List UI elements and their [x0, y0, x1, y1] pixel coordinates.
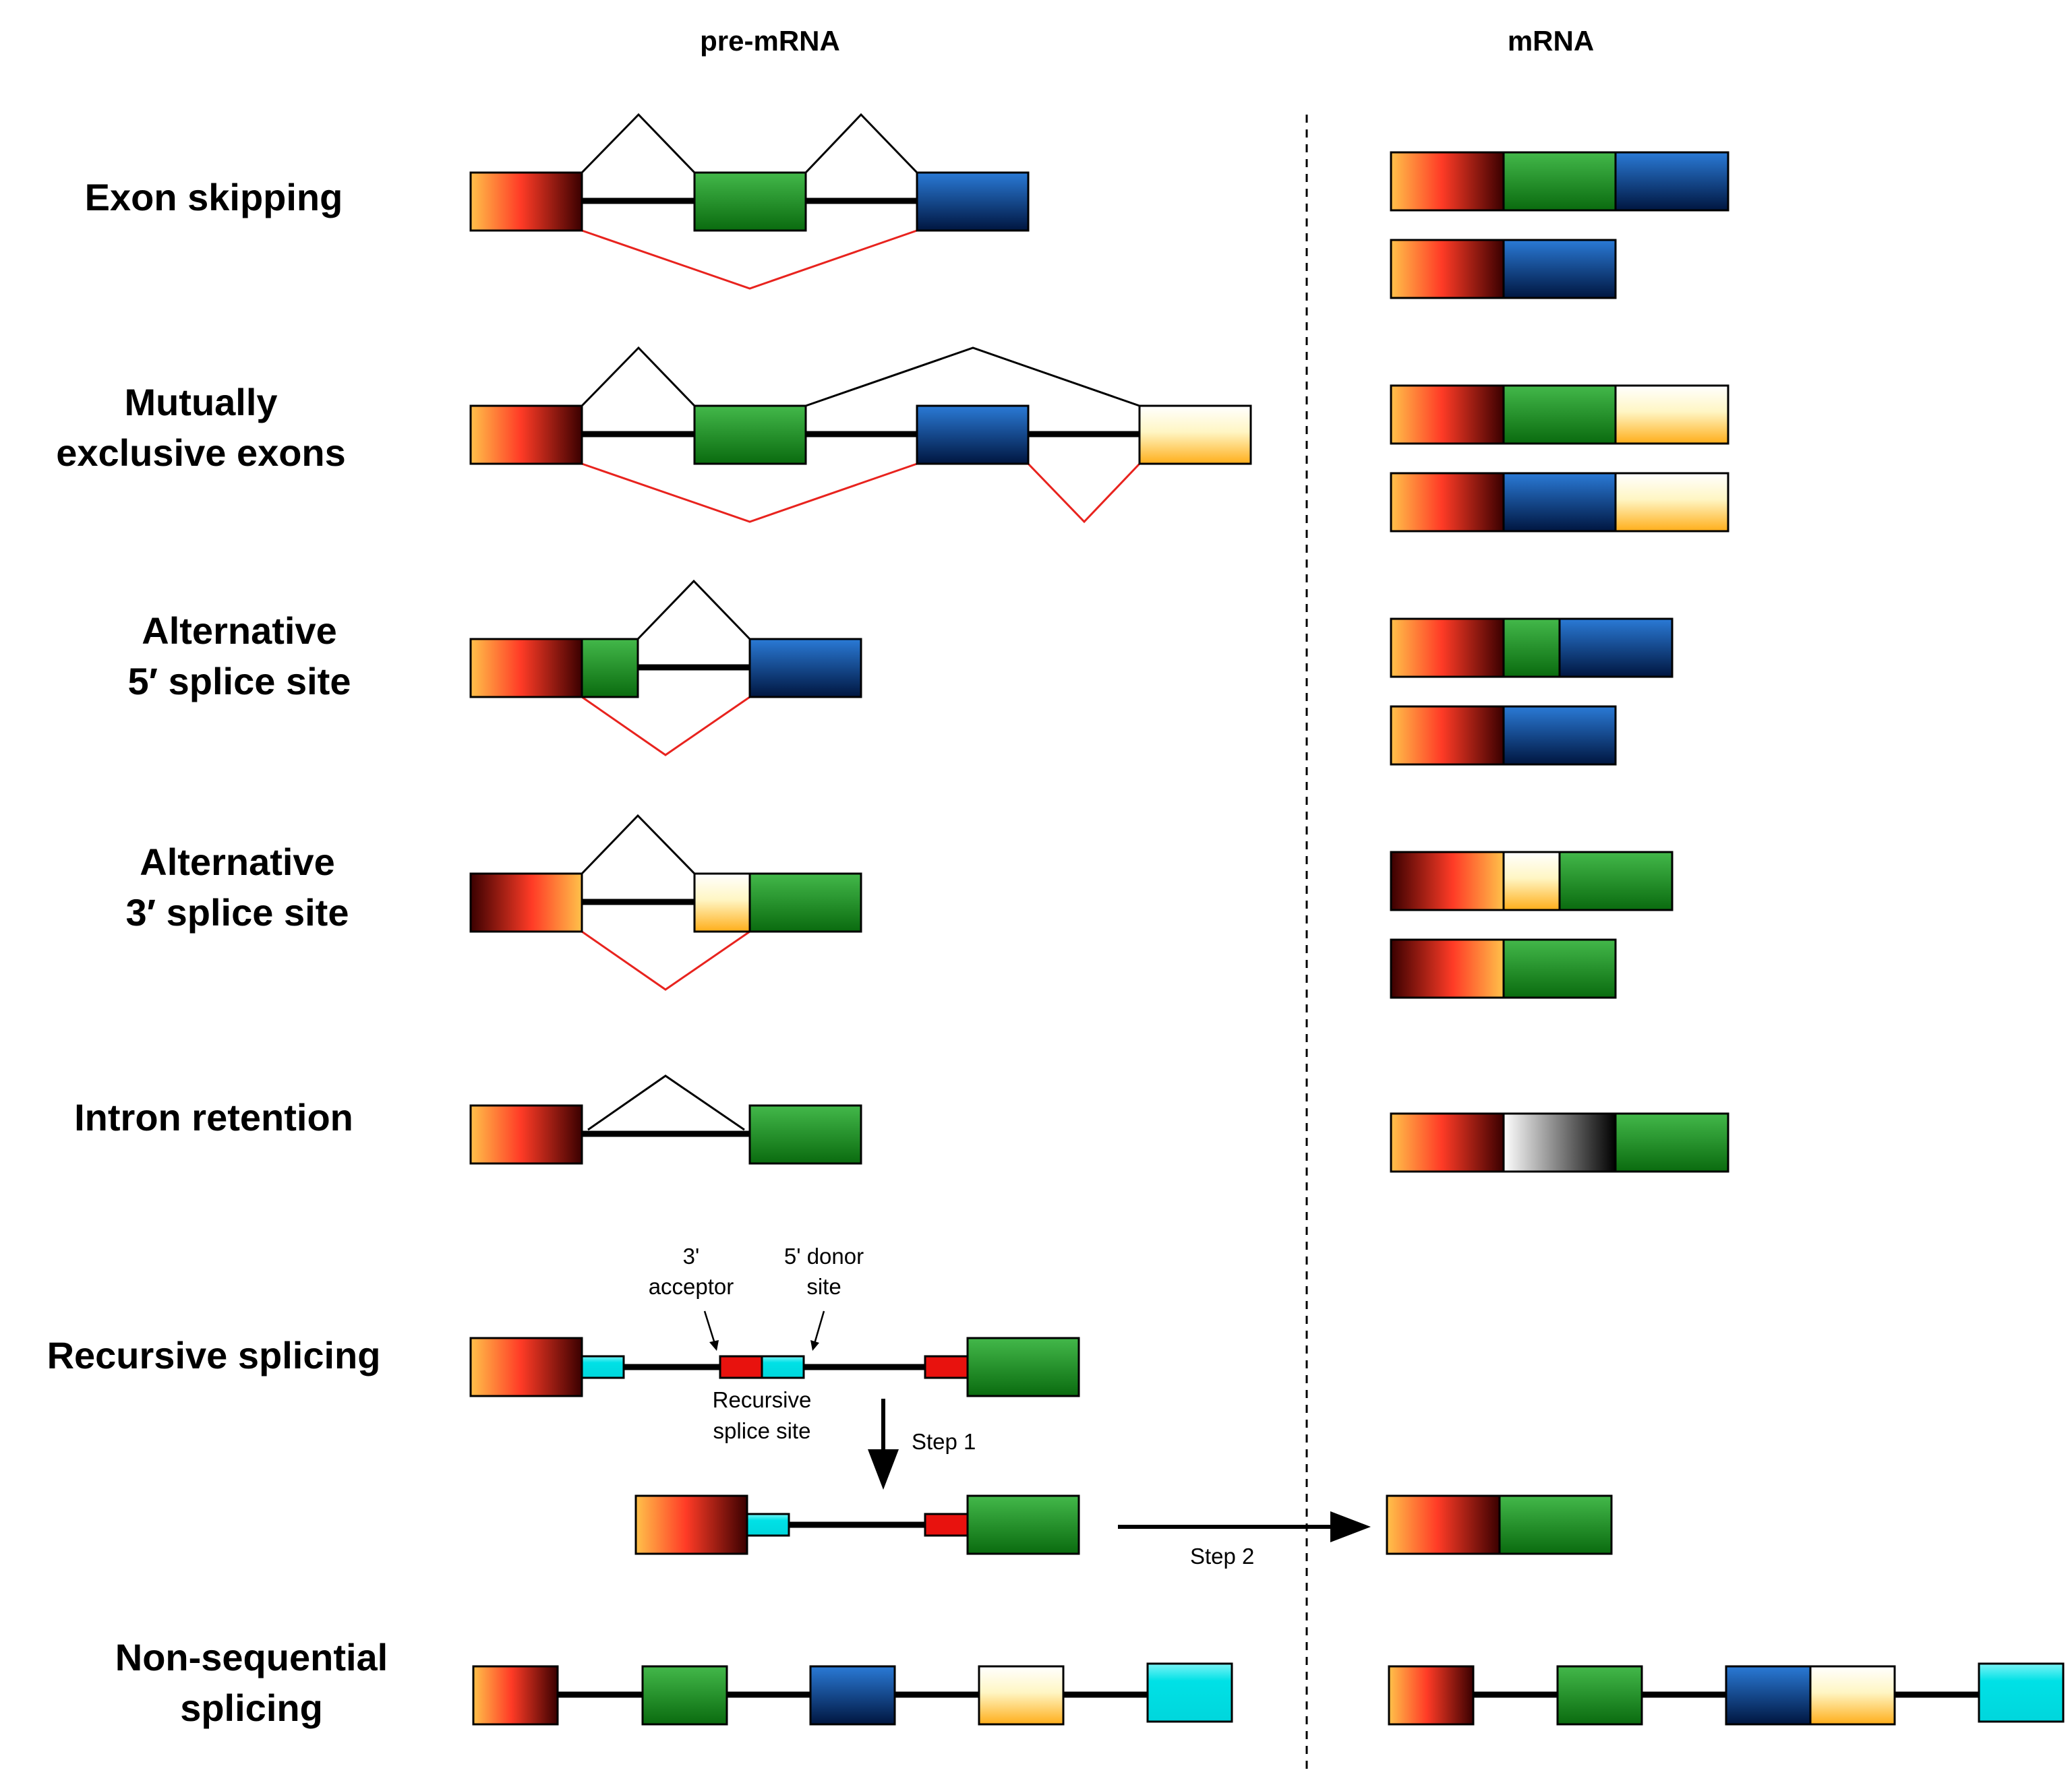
header-mrna: mRNA: [1508, 25, 1594, 57]
alt5-pre-mrna: [469, 579, 862, 756]
recursive-pre-mrna: [469, 1337, 1080, 1397]
donor-label-2: site: [806, 1274, 841, 1299]
step1-arrow: [868, 1399, 899, 1490]
row-label-alt3-1: Alternative: [140, 841, 334, 883]
intron-retention-pre-mrna: [469, 1074, 862, 1165]
recursive-mrna: [1386, 1494, 1613, 1555]
step2-arrow: [1118, 1511, 1371, 1542]
intron-retention-mrna: [1390, 1112, 1729, 1173]
row-label-alt5-2: 5′ splice site: [128, 660, 351, 702]
header-pre-mrna: pre-mRNA: [700, 25, 840, 57]
alt5-mrna: [1390, 617, 1674, 766]
mutually-exclusive-pre-mrna: [469, 346, 1252, 524]
acceptor-pointer: [703, 1310, 719, 1351]
step1-label: Step 1: [912, 1429, 976, 1454]
row-label-mutually-exclusive-1: Mutually: [124, 381, 277, 423]
row-label-exon-skipping: Exon skipping: [85, 176, 343, 218]
non-sequential-pre-mrna: [472, 1662, 1233, 1726]
recursive-site-label-1: Recursive: [713, 1387, 812, 1412]
row-label-recursive: Recursive splicing: [47, 1334, 381, 1376]
acceptor-label-1: 3': [683, 1244, 700, 1269]
row-label-alt5-1: Alternative: [142, 609, 336, 652]
mutually-exclusive-mrna: [1390, 384, 1729, 533]
exon-skipping-mrna: [1390, 151, 1729, 299]
donor-pointer: [810, 1310, 825, 1351]
alt3-mrna: [1390, 851, 1674, 999]
row-label-mutually-exclusive-2: exclusive exons: [56, 431, 346, 474]
alt3-pre-mrna: [469, 814, 862, 991]
recursive-site-label-2: splice site: [713, 1418, 811, 1443]
recursive-intermediate: [634, 1494, 1080, 1555]
exon-skipping-pre-mrna: [469, 113, 1030, 290]
non-sequential-mrna: [1388, 1662, 2065, 1726]
donor-label-1: 5' donor: [784, 1244, 864, 1269]
row-label-alt3-2: 3′ splice site: [126, 891, 349, 934]
row-label-intron-retention: Intron retention: [74, 1096, 353, 1139]
row-label-non-sequential-2: splicing: [180, 1687, 323, 1729]
step2-label: Step 2: [1190, 1544, 1254, 1569]
acceptor-label-2: acceptor: [649, 1274, 734, 1299]
row-label-non-sequential-1: Non-sequential: [115, 1636, 388, 1678]
